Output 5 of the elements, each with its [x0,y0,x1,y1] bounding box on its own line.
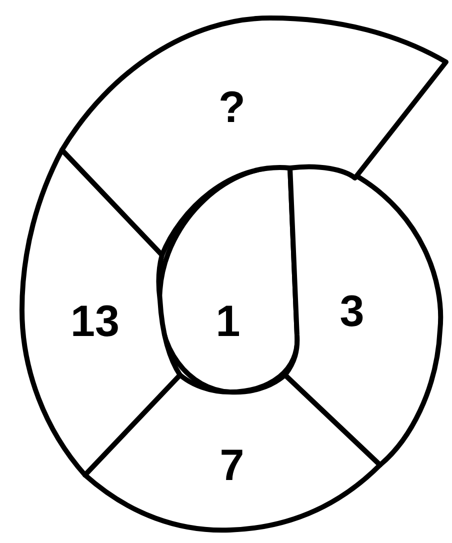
segment-number: 7 [220,444,244,488]
segment-number: 13 [70,300,120,344]
segment-number: 3 [340,290,364,334]
segment-number: 1 [216,300,240,344]
segment-number: ? [218,86,246,130]
